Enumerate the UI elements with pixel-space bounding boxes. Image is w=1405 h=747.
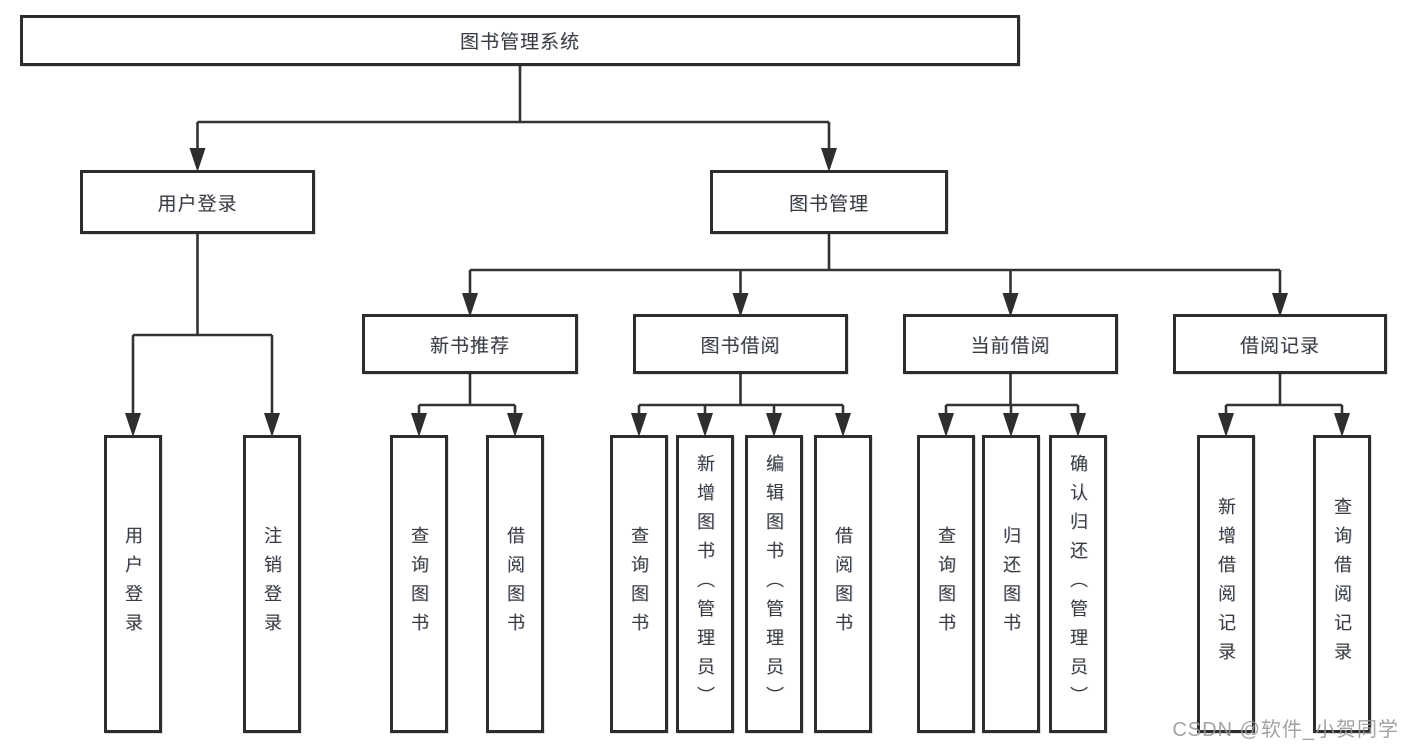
leaf-label: 编辑图书（管理员） (764, 453, 784, 715)
leaf-query-books-recommend: 查询图书 (390, 435, 448, 733)
leaf-logout: 注销登录 (243, 435, 301, 733)
leaf-label: 归还图书 (1001, 526, 1021, 642)
node-book-management: 图书管理 (710, 170, 948, 234)
arrow-down-icon (732, 293, 749, 317)
node-user-login: 用户登录 (80, 170, 315, 234)
node-label: 图书管理 (788, 193, 869, 215)
node-new-book-recommend: 新书推荐 (362, 314, 578, 374)
leaf-add-borrow-record: 新增借阅记录 (1197, 435, 1255, 733)
arrow-down-icon (507, 413, 523, 437)
arrow-down-icon (938, 413, 954, 437)
arrow-down-icon (1002, 293, 1019, 317)
node-borrow-records: 借阅记录 (1173, 314, 1387, 374)
leaf-add-book-admin: 新增图书（管理员） (676, 435, 734, 733)
leaf-label: 用户登录 (123, 526, 143, 642)
arrow-down-icon (835, 413, 851, 437)
arrow-down-icon (766, 413, 782, 437)
arrow-down-icon (125, 413, 141, 437)
leaf-label: 查询图书 (936, 526, 956, 642)
arrow-down-icon (1334, 413, 1350, 437)
leaf-query-books-borrow: 查询图书 (610, 435, 668, 733)
leaf-borrow-books: 借阅图书 (814, 435, 872, 733)
node-book-borrowing: 图书借阅 (633, 314, 848, 374)
csdn-watermark: CSDN @软件_小贺同学 (1172, 719, 1399, 741)
leaf-label: 新增图书（管理员） (695, 453, 715, 715)
arrow-down-icon (264, 413, 280, 437)
leaf-label: 查询图书 (409, 526, 429, 642)
leaf-edit-book-admin: 编辑图书（管理员） (745, 435, 803, 733)
leaf-label: 借阅图书 (833, 526, 853, 642)
arrow-down-icon (411, 413, 427, 437)
leaf-query-borrow-record: 查询借阅记录 (1313, 435, 1371, 733)
node-label: 新书推荐 (429, 335, 510, 357)
arrow-down-icon (189, 148, 206, 172)
node-label: 当前借阅 (970, 335, 1051, 357)
node-library-system-root: 图书管理系统 (20, 15, 1020, 66)
node-label: 图书借阅 (700, 335, 781, 357)
leaf-confirm-return-admin: 确认归还（管理员） (1049, 435, 1107, 733)
leaf-label: 查询借阅记录 (1332, 497, 1352, 671)
arrow-down-icon (1218, 413, 1234, 437)
leaf-user-login: 用户登录 (104, 435, 162, 733)
node-current-borrowing: 当前借阅 (903, 314, 1118, 374)
leaf-borrow-books-recommend: 借阅图书 (486, 435, 544, 733)
leaf-return-book: 归还图书 (982, 435, 1040, 733)
arrow-down-icon (462, 293, 478, 317)
leaf-label: 查询图书 (629, 526, 649, 642)
leaf-label: 确认归还（管理员） (1068, 453, 1088, 715)
arrow-down-icon (1272, 293, 1288, 317)
arrow-down-icon (697, 413, 713, 437)
node-label: 借阅记录 (1239, 335, 1320, 357)
arrow-heads (125, 148, 1350, 437)
tree-connector-paths (131, 66, 1344, 430)
arrow-down-icon (631, 413, 647, 437)
leaf-label: 借阅图书 (505, 526, 525, 642)
arrow-down-icon (821, 148, 837, 172)
leaf-query-books-current: 查询图书 (917, 435, 975, 733)
leaf-label: 新增借阅记录 (1216, 497, 1236, 671)
arrow-down-icon (1070, 413, 1086, 437)
node-label: 图书管理系统 (459, 32, 580, 53)
leaf-label: 注销登录 (262, 526, 282, 642)
arrow-down-icon (1003, 413, 1019, 437)
node-label: 用户登录 (157, 193, 238, 215)
